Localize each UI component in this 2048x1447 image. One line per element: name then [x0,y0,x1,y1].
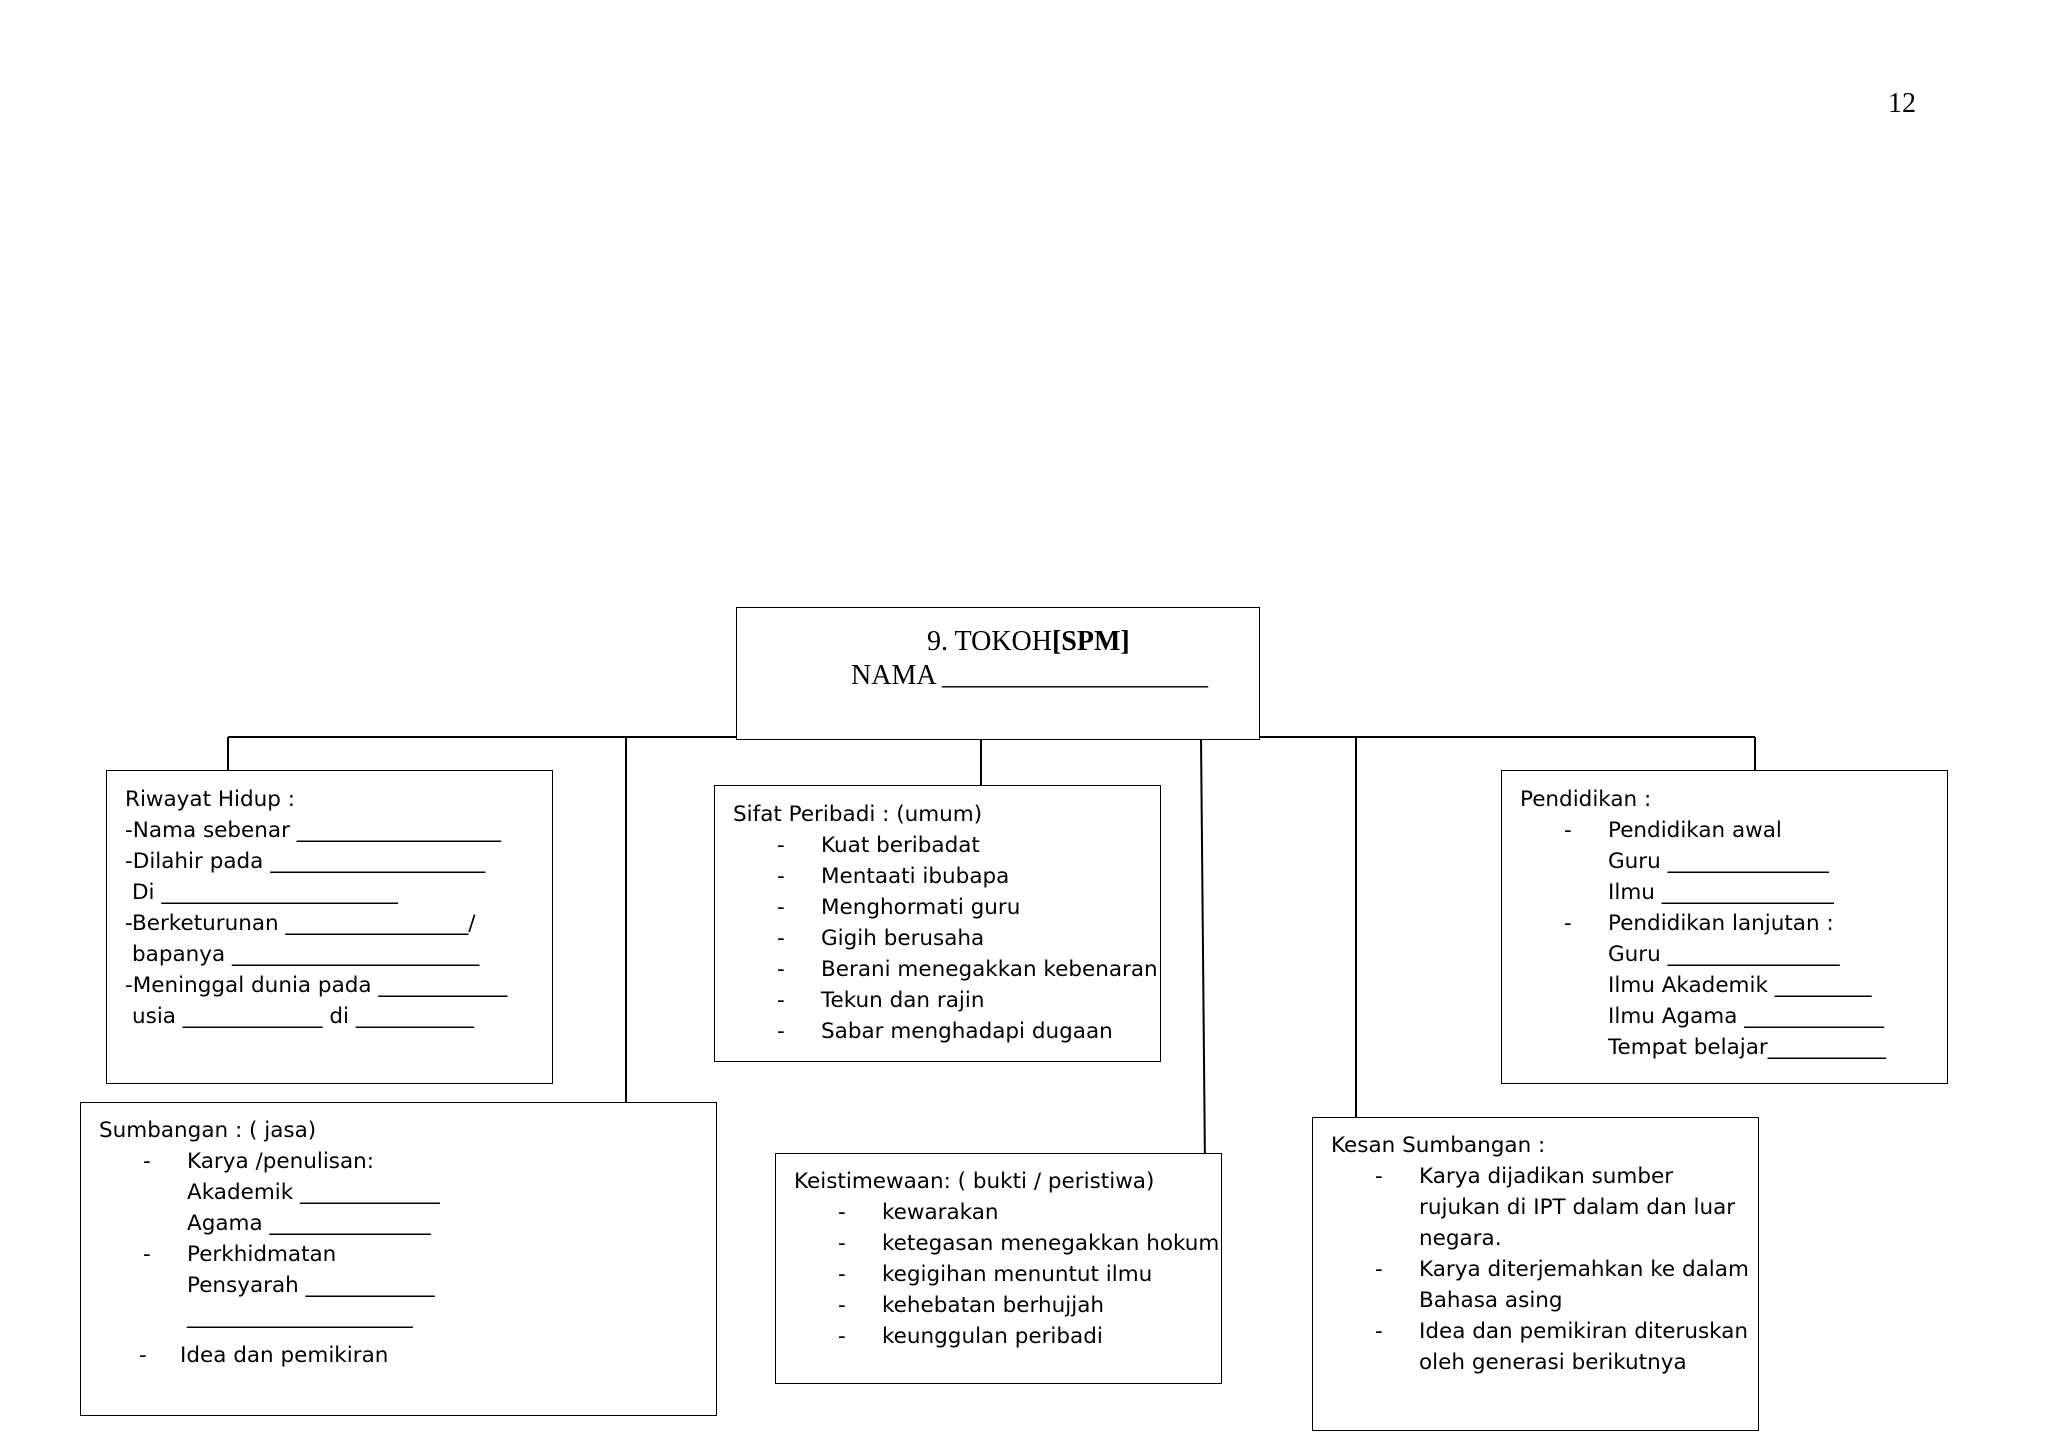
dash-bullet: - [777,926,785,951]
list-item-continuation: negara. [1419,1226,1502,1251]
sumbangan-heading: Sumbangan : ( jasa) [99,1118,317,1143]
list-item-text: Mentaati ibubapa [821,864,1010,889]
dash-bullet: - [1375,1164,1383,1189]
sumbangan-sub-line: _____________________ [187,1304,413,1329]
list-item-text: Menghormati guru [821,895,1021,920]
riwayat-hidup-box: Riwayat Hidup : -Nama sebenar __________… [106,770,553,1084]
list-item: - Idea dan pemikiran diteruskan [1331,1316,1750,1347]
connector-keistimewaan [1200,736,1206,1169]
riwayat-line: -Meninggal dunia pada ____________ [125,973,508,998]
list-item-text: Berani menegakkan kebenaran [821,957,1158,982]
pendidikan-sub-line: Guru _______________ [1608,849,1829,874]
list-item: - kehebatan berhujjah [794,1290,1213,1321]
list-item-text: ketegasan menegakkan hokum [882,1231,1220,1256]
list-item: - kewarakan [794,1197,1213,1228]
sifat-peribadi-box: Sifat Peribadi : (umum) -Kuat beribadat … [714,785,1161,1062]
pendidikan-sub-line: Tempat belajar___________ [1608,1035,1886,1060]
dash-bullet: - [777,1019,785,1044]
list-item-text: Kuat beribadat [821,833,980,858]
pendidikan-sub-line: Ilmu Agama _____________ [1608,1004,1884,1029]
list-item-text: Idea dan pemikiran [180,1343,389,1368]
pendidikan-heading: Pendidikan : [1520,787,1652,812]
list-item: - Tekun dan rajin [733,985,1152,1016]
list-item-text: Karya diterjemahkan ke dalam [1419,1257,1749,1282]
riwayat-line: bapanya _______________________ [132,942,480,967]
sifat-peribadi-heading: Sifat Peribadi : (umum) [733,802,983,827]
list-item-text: kehebatan berhujjah [882,1293,1104,1318]
diagram-title: 9. TOKOH[SPM] [927,626,1130,657]
list-item-text: Pendidikan awal [1608,818,1782,843]
riwayat-line: -Nama sebenar ___________________ [125,818,501,843]
dash-bullet: - [1564,911,1572,936]
pendidikan-sub-line: Guru ________________ [1608,942,1840,967]
dash-bullet: - [139,1343,147,1368]
list-item-text: Karya /penulisan: [187,1149,375,1174]
list-item-continuation: Bahasa asing [1419,1288,1563,1313]
list-item-text: Karya dijadikan sumber [1419,1164,1674,1189]
list-item-text: Pendidikan lanjutan : [1608,911,1834,936]
pendidikan-sub-line: Ilmu ________________ [1608,880,1834,905]
riwayat-line: -Berketurunan _________________/ [125,911,476,936]
dash-bullet: - [143,1149,151,1174]
list-item-text: kewarakan [882,1200,999,1225]
dash-bullet: - [777,864,785,889]
dash-bullet: - [777,895,785,920]
dash-bullet: - [838,1262,846,1287]
list-item: - keunggulan peribadi [794,1321,1213,1352]
list-item-continuation: oleh generasi berikutnya [1419,1350,1687,1375]
riwayat-hidup-heading: Riwayat Hidup : [125,787,295,812]
dash-bullet: - [1564,818,1572,843]
list-item-text: Gigih berusaha [821,926,985,951]
list-item-text: Tekun dan rajin [821,988,985,1013]
dash-bullet: - [838,1324,846,1349]
list-item-text: Idea dan pemikiran diteruskan [1419,1319,1749,1344]
list-item: - Perkhidmatan [99,1239,708,1270]
dash-bullet: - [143,1242,151,1267]
list-item-text: keunggulan peribadi [882,1324,1103,1349]
dash-bullet: - [777,988,785,1013]
list-item-text: Perkhidmatan [187,1242,337,1267]
dash-bullet: - [777,833,785,858]
name-field-line: NAMA ___________________ [851,660,1209,691]
riwayat-line: Di ______________________ [132,880,398,905]
keistimewaan-box: Keistimewaan: ( bukti / peristiwa) - kewa… [775,1153,1222,1384]
list-item: - Mentaati ibubapa [733,861,1152,892]
sumbangan-sub-line: Akademik _____________ [187,1180,440,1205]
list-item: - Idea dan pemikiran [99,1340,708,1371]
list-item: - kegigihan menuntut ilmu [794,1259,1213,1290]
riwayat-line: -Dilahir pada ____________________ [125,849,486,874]
riwayat-line: usia _____________ di ___________ [132,1004,475,1029]
list-item: - Pendidikan lanjutan : [1520,908,1939,939]
list-item: - ketegasan menegakkan hokum [794,1228,1219,1259]
dash-bullet: - [838,1231,846,1256]
list-item: - Berani menegakkan kebenaran [733,954,1158,985]
list-item-continuation: rujukan di IPT dalam dan luar [1419,1195,1736,1220]
list-item: - Menghormati guru [733,892,1152,923]
list-item: - Gigih berusaha [733,923,1152,954]
dash-bullet: - [1375,1257,1383,1282]
title-box: 9. TOKOH[SPM] NAMA ___________________ [736,607,1260,740]
sumbangan-sub-line: Pensyarah ____________ [187,1273,435,1298]
kesan-sumbangan-box: Kesan Sumbangan : - Karya dijadikan sumbe… [1312,1117,1759,1431]
list-item-text: Sabar menghadapi dugaan [821,1019,1113,1044]
sumbangan-sub-line: Agama _______________ [187,1211,431,1236]
dash-bullet: - [777,957,785,982]
pendidikan-sub-line: Ilmu Akademik _________ [1608,973,1872,998]
page-number: 12 [1888,88,1916,119]
pendidikan-box: Pendidikan : - Pendidikan awal Guru _____… [1501,770,1948,1084]
list-item: - Pendidikan awal [1520,815,1939,846]
list-item: - Kuat beribadat [733,830,1152,861]
list-item: - Karya diterjemahkan ke dalam [1331,1254,1750,1285]
list-item: - Sabar menghadapi dugaan [733,1016,1152,1047]
dash-bullet: - [838,1293,846,1318]
list-item: - Karya dijadikan sumber [1331,1161,1750,1192]
list-item-text: kegigihan menuntut ilmu [882,1262,1153,1287]
dash-bullet: - [1375,1319,1383,1344]
kesan-sumbangan-heading: Kesan Sumbangan : [1331,1133,1546,1158]
list-item: - Karya /penulisan: [99,1146,708,1177]
keistimewaan-heading: Keistimewaan: ( bukti / peristiwa) [794,1169,1155,1194]
sumbangan-box: Sumbangan : ( jasa) - Karya /penulisan: A… [80,1102,717,1416]
dash-bullet: - [838,1200,846,1225]
